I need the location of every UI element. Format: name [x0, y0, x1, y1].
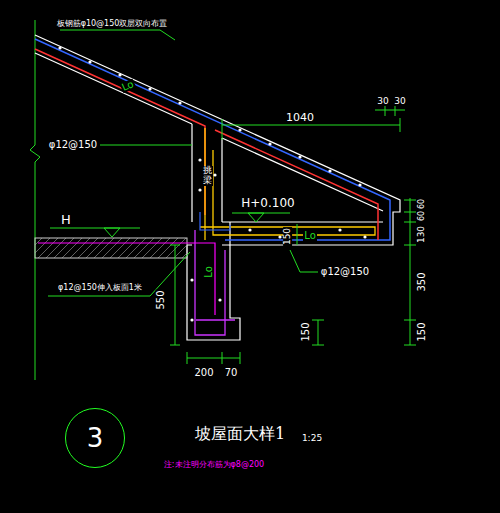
annotation-text: 挑梁 [202, 166, 213, 186]
annotation-text: φ12@150 [48, 140, 98, 150]
detail-title: 坡屋面大样1 [194, 426, 286, 442]
annotation-text: φ12@150伸入板面1米 [57, 284, 143, 292]
detail-number-circle: 3 [65, 408, 125, 468]
dimension-text: 150 [417, 321, 427, 342]
annotation-text: 1040 [285, 112, 315, 123]
dimension-text: Lo [120, 79, 136, 94]
annotation-text: 30 [393, 97, 406, 106]
annotation-text: 200 [193, 368, 214, 378]
dimension-text: 550 [156, 289, 166, 310]
detail-number: 3 [87, 423, 104, 453]
annotation-text: Lo [303, 231, 317, 241]
annotation-text: 30 [376, 97, 389, 106]
annotation-text: H+0.100 [240, 197, 295, 209]
annotation-text: 70 [224, 368, 239, 378]
dimension-text: 60 [418, 210, 426, 222]
dimension-text: 150 [301, 321, 311, 342]
annotation-text: 板钢筋φ10@150双层双向布置 [56, 20, 169, 28]
annotation-text: 注:未注明分布筋为φ8@200 [163, 461, 265, 469]
dimension-text: Lo [204, 265, 214, 279]
dimension-text: 150 [284, 226, 293, 245]
annotation-text: H [60, 213, 72, 226]
dimension-text: 60 [418, 198, 426, 210]
annotation-text: 1:25 [301, 434, 323, 443]
annotation-text: φ12@150 [320, 267, 370, 277]
dimension-text: 130 [418, 224, 427, 243]
dimension-text: 350 [417, 271, 427, 292]
